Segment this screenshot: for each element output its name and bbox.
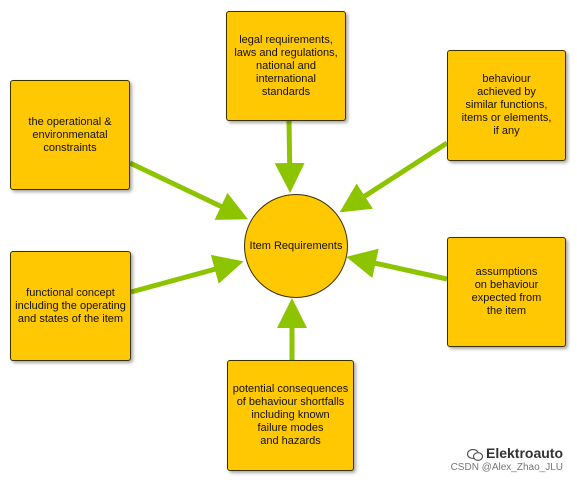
box-functional-concept: functional concept including the operati…: [10, 251, 131, 361]
box-potential-consequences-label: potential consequences of behaviour shor…: [232, 383, 349, 447]
watermark-brand: Elektroauto: [485, 445, 563, 461]
box-operational-constraints-label: the operational & environmenatal constra…: [28, 115, 112, 154]
box-assumptions: assumptions on behaviour expected from t…: [447, 237, 566, 347]
center-label: Item Requirements: [249, 240, 343, 252]
box-potential-consequences: potential consequences of behaviour shor…: [227, 360, 354, 471]
center-item-requirements: Item Requirements: [244, 194, 348, 298]
watermark-credit: CSDN @Alex_Zhao_JLU: [450, 462, 563, 473]
box-functional-concept-label: functional concept including the operati…: [15, 286, 126, 325]
arrow-top-left: [128, 160, 249, 220]
box-similar-behaviour: behaviour achieved by similar functions,…: [447, 50, 566, 161]
wechat-icon: [466, 449, 483, 462]
arrow-right: [346, 248, 448, 282]
watermark: Elektroauto CSDN @Alex_Zhao_JLU: [450, 445, 563, 474]
box-legal-requirements: legal requirements, laws and regulations…: [226, 11, 346, 121]
box-legal-requirements-label: legal requirements, laws and regulations…: [234, 33, 338, 98]
box-similar-behaviour-label: behaviour achieved by similar functions,…: [461, 73, 552, 137]
arrow-top-right: [339, 140, 449, 213]
arrow-top: [274, 120, 305, 193]
box-operational-constraints: the operational & environmenatal constra…: [10, 80, 130, 190]
box-assumptions-label: assumptions on behaviour expected from t…: [471, 266, 542, 317]
arrow-left: [130, 254, 244, 295]
